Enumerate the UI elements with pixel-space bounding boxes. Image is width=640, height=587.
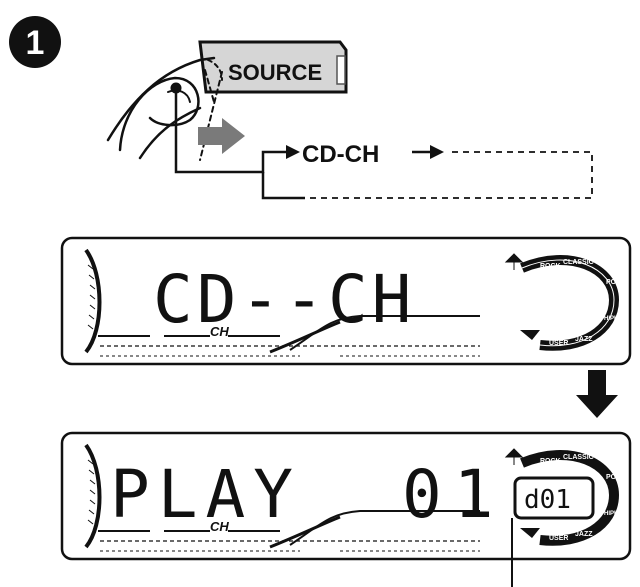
eq-user-label: USER (549, 340, 568, 347)
cd-icon (504, 253, 524, 270)
eq-rock-label: ROCK (540, 263, 561, 270)
ch-indicator: CH (210, 324, 229, 339)
eq-jazz-label: JAZZ (575, 336, 593, 343)
level-meter (98, 510, 480, 552)
eq-hiphop-label: HIPHOP (604, 511, 627, 517)
disc-counter-text: d01 (524, 485, 571, 515)
display-main-text: PLAY (110, 456, 301, 533)
selector-pointer-icon (520, 528, 540, 538)
eq-indicator: ROCK CLASSIC POPS USER JAZZ HIPHOP (504, 253, 627, 351)
step-badge: 1 (9, 16, 61, 68)
eq-user-label: USER (549, 535, 568, 542)
display-panel-2: PLAY 01 CH ROCK CLASSIC POPS USER JAZZ H… (60, 431, 632, 587)
eq-pops-label: POPS (606, 474, 626, 481)
display-main-text: CD--CH (153, 261, 415, 338)
step-number: 1 (26, 24, 45, 62)
cd-icon (504, 448, 524, 465)
eq-pops-label: POPS (606, 279, 626, 286)
finger-icon (106, 56, 223, 161)
eq-hiphop-label: HIPHOP (604, 316, 627, 322)
eq-indicator: ROCK CLASSIC POPS USER JAZZ HIPHOP d01 (504, 448, 627, 546)
source-button-label: SOURCE (228, 60, 322, 85)
eq-rock-label: ROCK (540, 458, 561, 465)
selector-pointer-icon (520, 330, 540, 340)
flow-label-cd-ch: CD-CH (302, 141, 379, 168)
ch-indicator: CH (210, 519, 229, 534)
source-button[interactable]: SOURCE (198, 40, 348, 94)
eq-jazz-label: JAZZ (575, 531, 593, 538)
disc-number-text: 01 (402, 456, 505, 533)
dashed-return-path (305, 151, 593, 199)
display-panel-1: CD--CH CH ROCK CLASSIC POPS USER JAZZ HI… (60, 236, 632, 366)
disc-counter-box (513, 476, 595, 520)
source-flow (174, 88, 305, 200)
down-arrow-icon (576, 370, 618, 418)
flow-arrow-icon (412, 145, 444, 159)
level-meter (98, 315, 480, 357)
press-arrow-icon (198, 118, 245, 154)
eq-classic-label: CLASSIC (563, 259, 594, 266)
eq-classic-label: CLASSIC (563, 454, 594, 461)
